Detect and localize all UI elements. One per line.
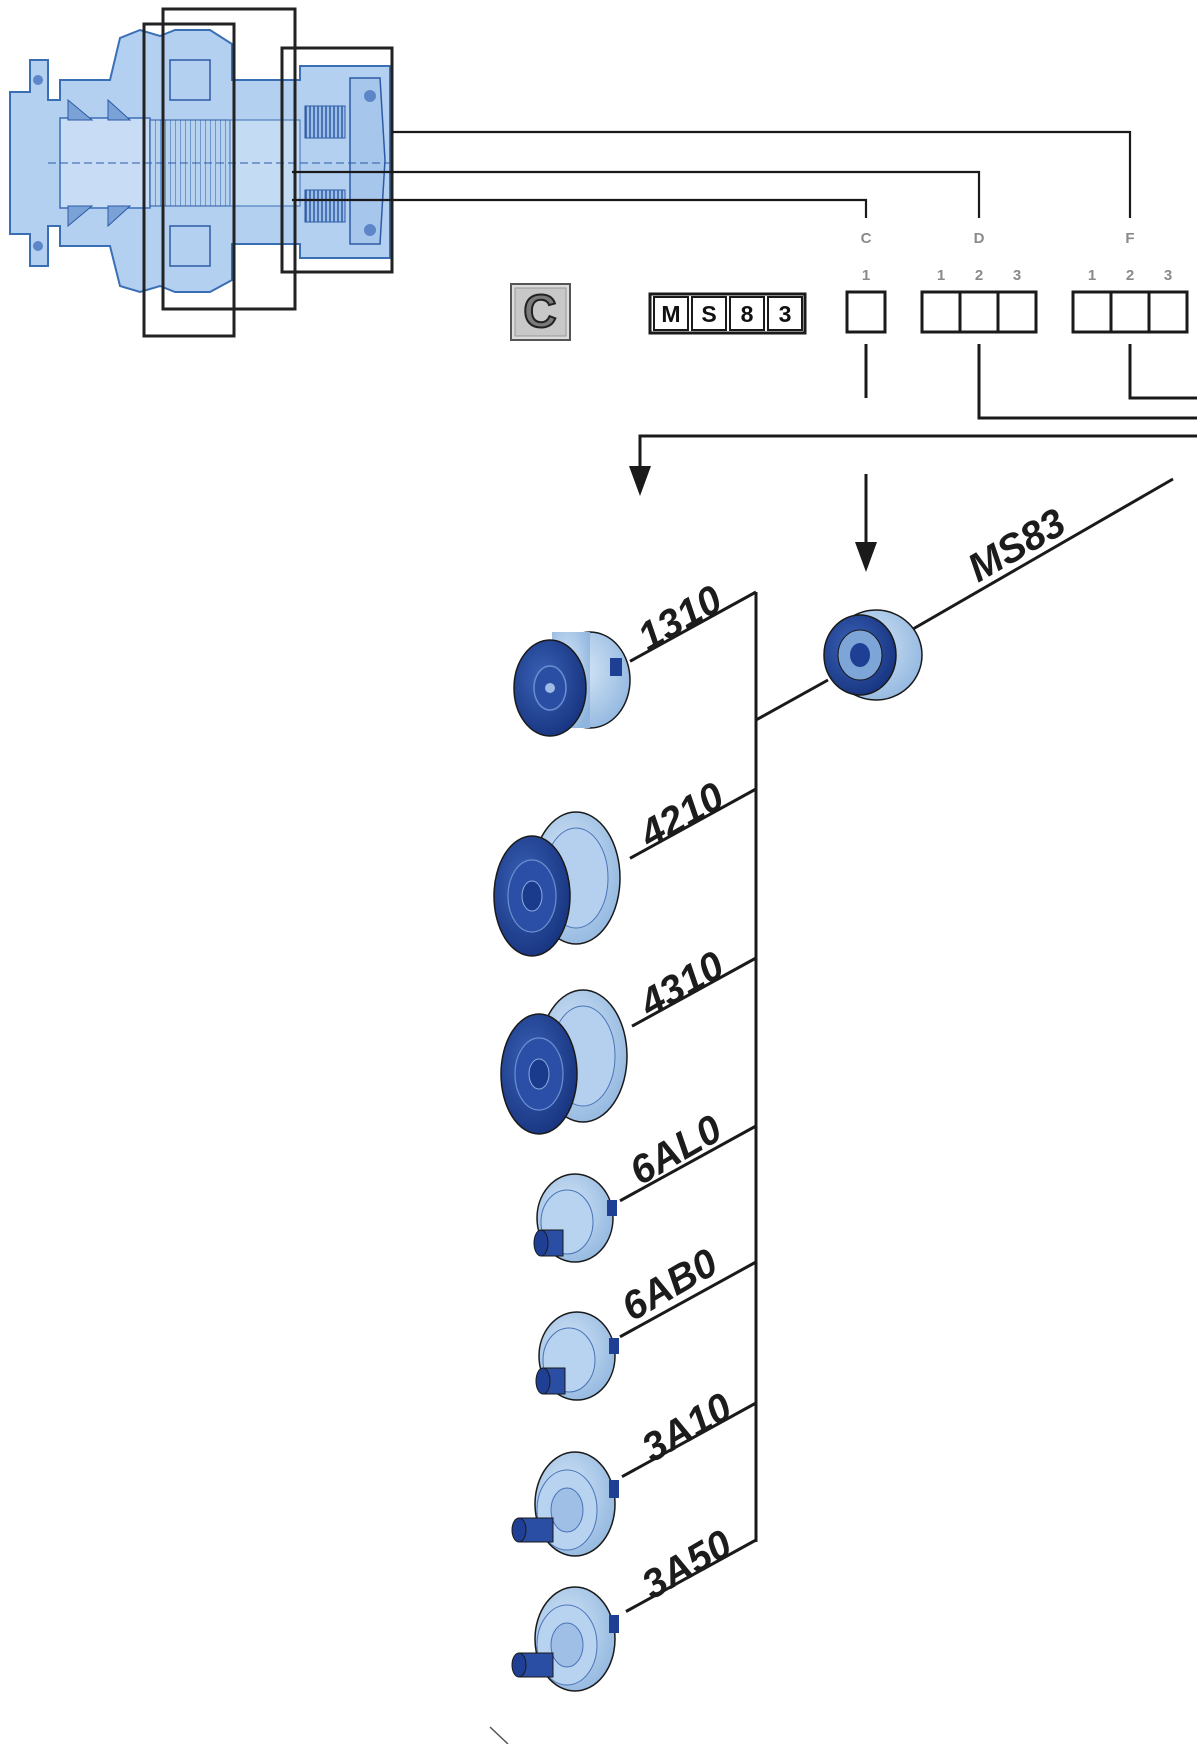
column-d-digit-1: 1 bbox=[937, 267, 945, 284]
column-c-digit-1: 1 bbox=[862, 267, 870, 284]
variant-label: 4310 bbox=[632, 943, 732, 1026]
variant-label: 6AB0 bbox=[615, 1241, 726, 1330]
motor-branch: MS83 bbox=[912, 477, 1174, 631]
leader-lines bbox=[292, 130, 1132, 218]
box-c1 bbox=[845, 290, 887, 334]
variant-branch-line bbox=[629, 590, 757, 663]
variant-label: 6AL0 bbox=[623, 1107, 730, 1194]
connector-lines bbox=[629, 344, 1197, 572]
box-f1 bbox=[1071, 290, 1113, 334]
variant-branch-line bbox=[629, 787, 757, 860]
motor-part-icon bbox=[823, 609, 923, 701]
motor-cutaway-drawing bbox=[9, 7, 394, 338]
stray-mark bbox=[489, 1726, 509, 1744]
column-letter-f: F bbox=[1125, 230, 1134, 247]
code-char-3: 8 bbox=[741, 301, 754, 327]
variant-branch-line bbox=[619, 1124, 757, 1203]
variant-branch-line bbox=[619, 1260, 757, 1339]
box-d1 bbox=[920, 290, 962, 334]
column-headers: C D F 1 1 2 3 1 2 3 bbox=[861, 230, 1173, 284]
variant-label: 4210 bbox=[632, 774, 732, 857]
column-d-digit-3: 3 bbox=[1013, 267, 1021, 284]
variant-icons bbox=[493, 631, 631, 1692]
gear-unit-icon bbox=[511, 1451, 619, 1557]
gear-unit-icon bbox=[533, 1173, 617, 1263]
gear-unit-icon bbox=[493, 811, 621, 957]
column-f-digit-1: 1 bbox=[1088, 267, 1096, 284]
variant-list: 1310 4210 4310 6AL0 6AB0 3A10 3A50 bbox=[615, 577, 757, 1613]
variant-branch-line bbox=[625, 1538, 757, 1613]
code-char-1: M bbox=[661, 301, 680, 327]
variant-branch-line bbox=[631, 956, 757, 1028]
variant-branch-line bbox=[621, 1401, 757, 1479]
column-f-digit-3: 3 bbox=[1164, 267, 1172, 284]
box-f3 bbox=[1147, 290, 1189, 334]
column-letter-c: C bbox=[861, 230, 872, 247]
arrow-head-center bbox=[855, 542, 877, 572]
column-f-digit-2: 2 bbox=[1126, 267, 1134, 284]
gear-unit-icon bbox=[513, 631, 631, 737]
variant-label: 1310 bbox=[631, 577, 730, 660]
variant-label: 3A10 bbox=[635, 1385, 740, 1471]
box-f2 bbox=[1109, 290, 1151, 334]
gear-unit-icon bbox=[511, 1586, 619, 1692]
variant-trunk bbox=[754, 592, 829, 1542]
box-d3 bbox=[996, 290, 1038, 334]
code-char-2: S bbox=[701, 301, 716, 327]
arrow-head-left bbox=[629, 466, 651, 496]
box-d2 bbox=[958, 290, 1000, 334]
code-char-4: 3 bbox=[779, 301, 792, 327]
c-badge-letter: C bbox=[523, 285, 556, 337]
variant-label: 3A50 bbox=[635, 1522, 740, 1608]
motor-label: MS83 bbox=[961, 500, 1073, 590]
option-boxes bbox=[845, 290, 1189, 334]
c-badge: C bbox=[510, 283, 571, 341]
column-letter-d: D bbox=[974, 230, 985, 247]
model-code-boxes: M S 8 3 bbox=[648, 292, 807, 335]
column-d-digit-2: 2 bbox=[975, 267, 983, 284]
gear-unit-icon bbox=[500, 989, 628, 1135]
gear-unit-icon bbox=[535, 1311, 619, 1401]
